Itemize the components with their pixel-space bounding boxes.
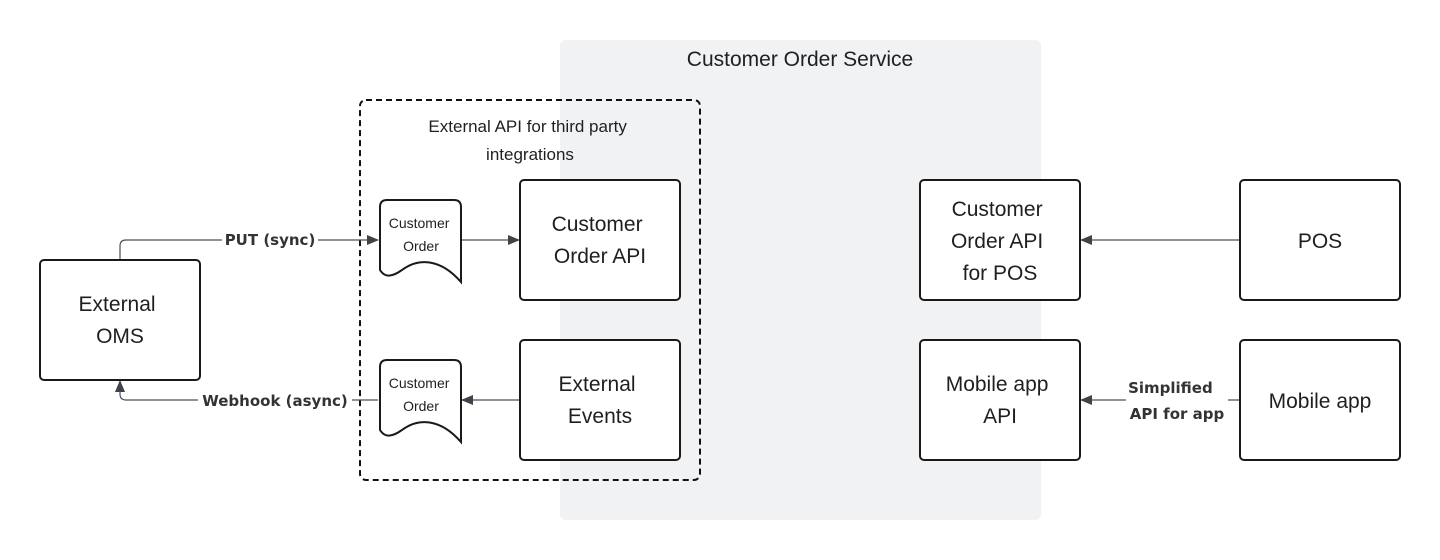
svg-text:External Events: External Events [559,373,642,428]
simplified-api-label-line-2: API for app [1130,405,1225,423]
doc-in-line-2: Order [403,238,439,254]
doc-out-line-2: Order [403,398,439,414]
api-for-pos-line-1: Customer [952,198,1043,221]
external-api-group [359,99,701,481]
mobile-app-api-node: Mobile app API [919,339,1081,461]
mobile-app-line-1: Mobile app [1269,390,1372,413]
customer-order-service-label: Customer Order Service [687,48,913,71]
external-oms-line-1: External [79,293,156,316]
external-api-group-label-line-2: integrations [486,145,574,164]
put-sync-connector [119,235,379,260]
customer-order-api-line-1: Customer [552,213,643,236]
webhook-async-connector [115,380,378,401]
svg-text:Customer Order API: Customer Order API [552,213,649,268]
svg-text:Customer Order API: Customer Order API for POS [951,198,1049,285]
mobile-app-api-line-1: Mobile app [946,373,1049,396]
api-for-pos-line-2: Order API [951,230,1043,253]
svg-text:POS: POS [1298,230,1342,253]
put-sync-label: PUT (sync) [225,231,316,249]
svg-text:External OMS: External OMS [79,293,162,348]
external-oms-line-2: OMS [96,325,144,348]
customer-order-api-node: Customer Order API [519,179,681,301]
mobile-app-node: Mobile app [1239,339,1401,461]
simplified-api-label-line-1: Simplified [1128,379,1213,397]
simplified-api-label-bg [1126,375,1228,425]
mobile-app-api-line-2: API [983,405,1017,428]
svg-text:Mobile app: Mobile app [1269,390,1372,413]
put-sync-label-bg [222,229,318,251]
svg-text:Customer Order: Customer Order [389,215,454,254]
webhook-async-label: Webhook (async) [202,392,348,410]
svg-text:Customer Order: Customer Order [389,375,454,414]
customer-order-api-for-pos-node: Customer Order API for POS [919,179,1081,301]
external-events-node: External Events [519,339,681,461]
webhook-async-label-bg [198,389,352,411]
doc-in-line-1: Customer [389,215,450,231]
simplified-api-label: Simplified API for app [1128,379,1224,423]
api-for-pos-line-3: for POS [963,262,1038,285]
svg-text:Mobile app API: Mobile app API [946,373,1055,428]
pos-line-1: POS [1298,230,1342,253]
customer-order-document-in: Customer Order [379,199,462,285]
external-events-line-2: Events [568,405,632,428]
external-api-group-label-line-1: External API for third party [428,117,627,136]
doc-out-line-1: Customer [389,375,450,391]
customer-order-api-line-2: Order API [554,245,646,268]
customer-order-document-out: Customer Order [379,359,462,445]
external-oms-node: External OMS [39,259,201,381]
external-api-group-label: External API for third party integration… [428,117,631,164]
pos-node: POS [1239,179,1401,301]
external-events-line-1: External [559,373,636,396]
